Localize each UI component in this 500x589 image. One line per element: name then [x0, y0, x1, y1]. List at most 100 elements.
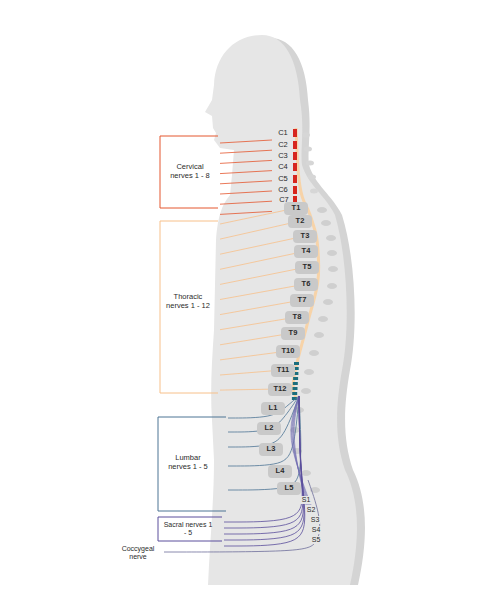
- cervical-segment: [293, 141, 297, 149]
- spinous-process: [306, 161, 314, 166]
- vertebra-label: C5: [278, 175, 288, 184]
- vertebra: L3: [259, 443, 283, 456]
- vertebra-label: C3: [278, 152, 288, 161]
- spinous-process: [301, 470, 311, 476]
- region-label: Coccygeal nerve: [116, 545, 160, 561]
- region-label: Lumbar nerves 1 - 5: [164, 454, 212, 471]
- spinous-process: [323, 299, 333, 305]
- cervical-nerve: [220, 160, 272, 163]
- cervical-nerve: [220, 171, 272, 174]
- cord-segment: [293, 377, 298, 380]
- vertebra: L5: [277, 482, 301, 495]
- cord-segment: [293, 382, 298, 385]
- vertebra: T10: [276, 345, 300, 358]
- thoracic-bracket: [160, 221, 218, 393]
- vertebra-label: C2: [278, 141, 288, 150]
- spinous-process: [304, 147, 312, 152]
- vertebra-label: T8: [293, 313, 302, 321]
- vertebra-label: T4: [302, 247, 311, 255]
- spinal-cord: [293, 128, 319, 398]
- vertebra-label: T3: [301, 232, 310, 240]
- body-silhouette: [205, 35, 357, 585]
- spinous-process: [317, 207, 327, 213]
- vertebra-label: L2: [265, 424, 274, 432]
- sacral-nerve: [224, 396, 302, 522]
- spinous-process: [308, 175, 316, 180]
- vertebra: T7: [290, 294, 314, 307]
- vertebra-label: S5: [311, 536, 322, 544]
- sacral-nerve: [224, 396, 304, 540]
- vertebra: T2: [288, 215, 312, 228]
- cervical-segment: [293, 129, 297, 137]
- spinous-process: [314, 332, 324, 338]
- cord-segment: [293, 387, 298, 390]
- vertebra-label: T5: [303, 263, 312, 271]
- lumbar-nerve: [228, 396, 299, 447]
- lumbar-bracket: [158, 417, 226, 511]
- sacral-nerve: [224, 396, 303, 528]
- cervical-nerve: [220, 140, 272, 143]
- spinous-process: [301, 388, 311, 394]
- cervical-nerve: [220, 181, 272, 184]
- spinous-process: [310, 189, 318, 194]
- vertebra-label: L3: [267, 445, 276, 453]
- cervical-nerve: [220, 191, 272, 194]
- vertebra: T5: [295, 261, 319, 274]
- vertebra: T6: [294, 278, 318, 291]
- sacral-nerve: [224, 396, 305, 546]
- lumbar-nerve: [228, 396, 299, 418]
- vertebra-label: T11: [277, 366, 290, 374]
- vertebra-label: T9: [289, 329, 298, 337]
- cervical-segment: [293, 175, 297, 183]
- vertebra-label: S1: [301, 496, 312, 504]
- coccygeal-nerve: [164, 480, 320, 552]
- spinous-process: [327, 283, 337, 289]
- vertebra: L1: [261, 402, 285, 415]
- spinous-process: [309, 350, 319, 356]
- vertebra-label: S2: [306, 506, 317, 514]
- vertebra-label: C4: [278, 163, 288, 172]
- spinous-process: [327, 250, 337, 256]
- vertebra-label: C6: [278, 186, 288, 195]
- vertebra-label: L5: [285, 484, 294, 492]
- lumbar-nerve: [228, 396, 299, 466]
- spinous-process: [326, 235, 336, 241]
- vertebra: T12: [268, 383, 292, 396]
- vertebra: T8: [285, 311, 309, 324]
- sacral-bracket: [158, 517, 222, 541]
- vertebra-label: T7: [298, 296, 307, 304]
- vertebra: T11: [271, 364, 295, 377]
- region-label: Thoracic nerves 1 - 12: [163, 293, 213, 310]
- vertebra-label: T6: [302, 280, 311, 288]
- vertebra: T9: [281, 327, 305, 340]
- spinous-process: [328, 266, 338, 272]
- vertebra-label: C1: [278, 129, 288, 138]
- spinous-process: [302, 133, 310, 138]
- cervical-bracket: [160, 136, 218, 208]
- vertebra-label: T2: [296, 217, 305, 225]
- vertebra-label: T10: [282, 347, 295, 355]
- nerve-strokes: [164, 128, 338, 552]
- vertebra-label: S3: [310, 516, 321, 524]
- vertebra: T4: [294, 245, 318, 258]
- cord-segment: [294, 362, 299, 365]
- vertebra: L2: [257, 422, 281, 435]
- cervical-segment: [293, 152, 297, 160]
- vertebra: L4: [268, 465, 292, 478]
- cervical-nerve: [220, 211, 272, 214]
- spinous-process: [321, 220, 331, 226]
- vertebra-label: C7: [279, 196, 289, 205]
- region-label: Cervical nerves 1 - 8: [165, 163, 215, 180]
- vertebra-label: T12: [274, 385, 287, 393]
- vertebra-label: T1: [292, 204, 301, 212]
- cervical-nerve: [220, 201, 272, 204]
- lumbar-nerve: [228, 396, 301, 490]
- cervical-nerve: [220, 150, 272, 153]
- vertebra-label: L1: [269, 404, 278, 412]
- region-label: Sacral nerves 1 - 5: [163, 521, 213, 537]
- vertebra-label: L4: [276, 467, 285, 475]
- vertebra-label: S4: [311, 526, 322, 534]
